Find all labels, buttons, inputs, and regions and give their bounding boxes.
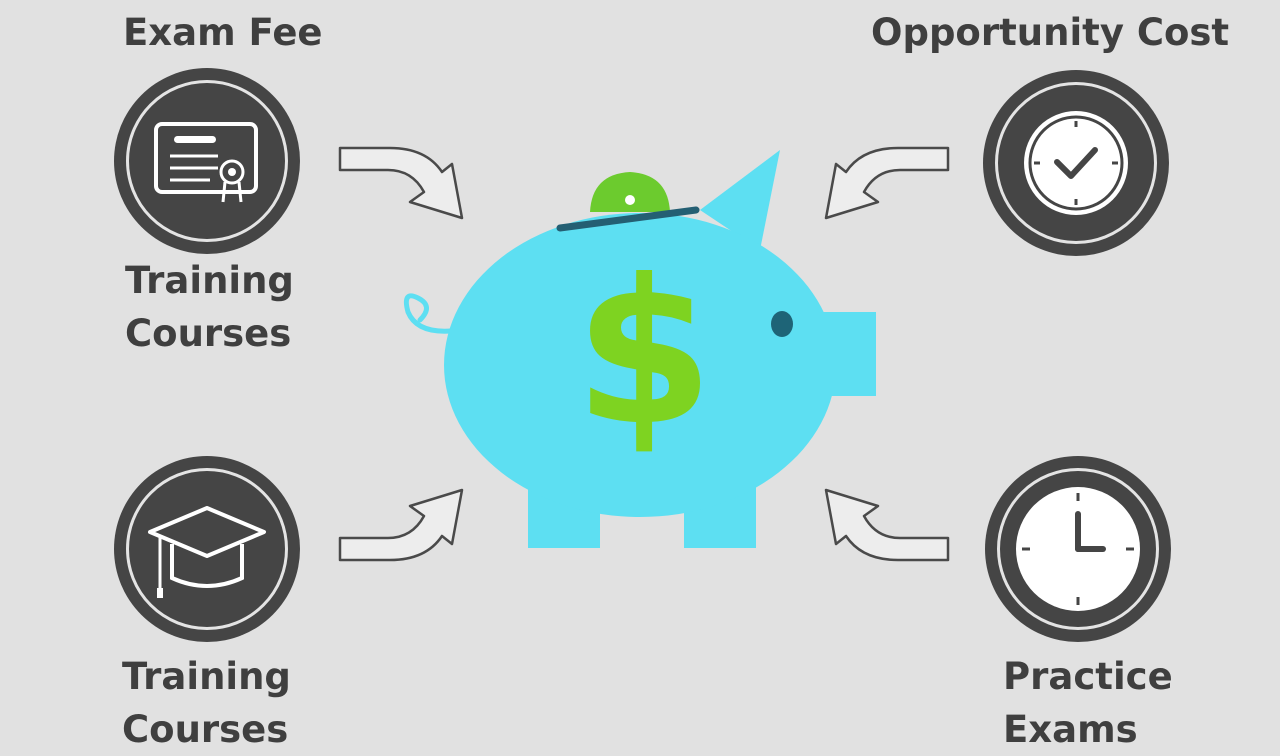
graduation-cap-icon xyxy=(148,506,266,598)
opportunity-cost-label: Opportunity Cost xyxy=(871,11,1230,54)
badge-ring xyxy=(995,82,1157,244)
badge-ring xyxy=(126,80,288,242)
arrow-bottom-right-icon xyxy=(824,488,950,562)
practice-exams-line-2: Exams xyxy=(1003,708,1138,751)
arrow-top-right-icon xyxy=(824,146,950,220)
training-courses-label-top: Training Courses xyxy=(125,254,294,360)
clock-badge-top xyxy=(983,70,1169,256)
training-courses-line-2: Courses xyxy=(125,312,292,355)
exam-fee-label: Exam Fee xyxy=(123,11,323,54)
training-courses-line-1: Training xyxy=(122,655,291,698)
clock-badge-bottom xyxy=(985,456,1171,642)
graduation-cap-badge xyxy=(114,456,300,642)
practice-exams-label: Practice Exams xyxy=(1003,650,1173,756)
coin-slot xyxy=(556,206,700,232)
coin-mark-icon xyxy=(625,195,635,205)
clock-icon xyxy=(1016,487,1140,611)
certificate-icon xyxy=(154,122,258,203)
coin-icon xyxy=(590,172,670,212)
arrow-bottom-left-icon xyxy=(338,488,464,562)
badge-ring xyxy=(997,468,1159,630)
clock-icon xyxy=(1024,111,1128,215)
arrow-top-left-icon xyxy=(338,146,464,220)
training-courses-line-1: Training xyxy=(125,259,294,302)
certificate-badge xyxy=(114,68,300,254)
piggy-bank-icon: $ xyxy=(403,150,876,548)
training-courses-line-2: Courses xyxy=(122,708,289,751)
badge-ring xyxy=(126,468,288,630)
dollar-sign-icon: $ xyxy=(574,237,713,470)
training-courses-label-bottom: Training Courses xyxy=(122,650,291,756)
practice-exams-line-1: Practice xyxy=(1003,655,1173,698)
